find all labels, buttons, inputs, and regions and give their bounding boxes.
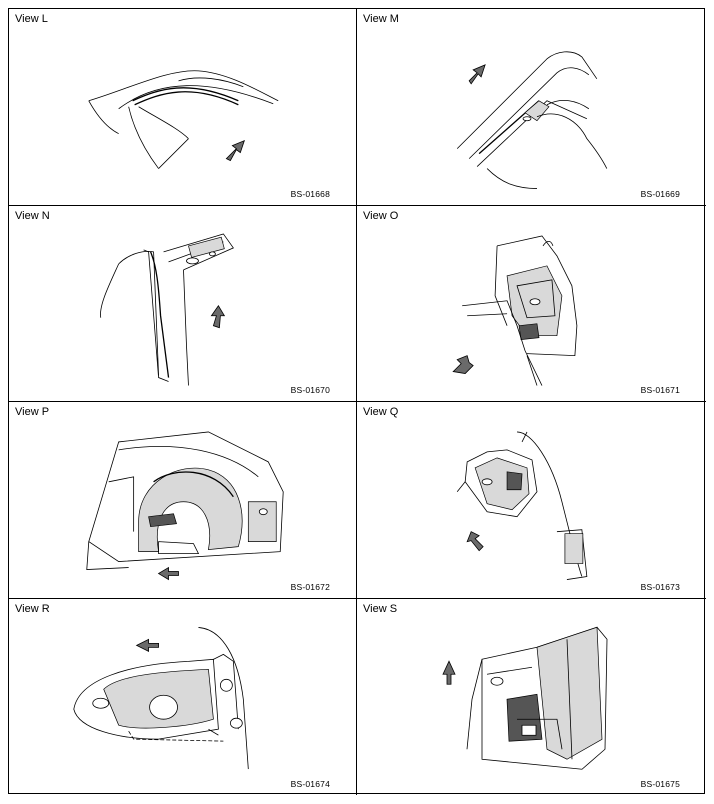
view-label: View R (15, 602, 50, 615)
view-label: View Q (363, 406, 399, 418)
view-l-drawing (9, 9, 356, 205)
view-r-drawing (9, 599, 356, 796)
direction-arrow-icon (453, 355, 473, 373)
direction-arrow-icon (443, 661, 455, 684)
direction-arrow-icon (211, 305, 224, 327)
view-label: View S (363, 602, 398, 615)
figure-code: BS-01671 (640, 385, 680, 395)
view-label: View P (15, 406, 50, 418)
views-grid: View L BS-01668 View M (8, 8, 706, 796)
figure-code: BS-01672 (290, 581, 330, 592)
view-label: View O (363, 209, 399, 222)
view-o-panel: View O BS-01671 (357, 206, 706, 402)
direction-arrow-icon (226, 141, 244, 161)
view-q-drawing (357, 402, 706, 598)
figure-code: BS-01669 (640, 188, 680, 199)
view-p-panel: View P BS-01672 (9, 402, 357, 599)
view-o-drawing (357, 206, 706, 402)
view-r-panel: View R BS-01674 (9, 598, 357, 796)
figure-code: BS-01668 (290, 188, 330, 199)
view-p-drawing (9, 402, 356, 598)
figure-code: BS-01674 (290, 779, 330, 789)
view-n-panel: View N BS-01670 (9, 205, 357, 402)
direction-arrow-icon (137, 639, 159, 651)
direction-arrow-icon (467, 532, 483, 551)
view-label: View M (363, 13, 399, 25)
view-s-drawing (357, 599, 706, 796)
view-l-panel: View L BS-01668 (9, 9, 357, 206)
view-m-panel: View M BS-01669 (357, 9, 706, 206)
direction-arrow-icon (469, 65, 485, 84)
view-m-drawing (357, 9, 706, 205)
view-q-panel: View Q BS-01673 (357, 402, 706, 599)
figure-code: BS-01673 (640, 581, 680, 592)
view-n-drawing (9, 206, 356, 402)
view-label: View N (15, 209, 50, 222)
direction-arrow-icon (159, 568, 179, 580)
view-label: View L (15, 13, 48, 25)
view-s-panel: View S BS-01675 (357, 599, 706, 796)
figure-code: BS-01670 (290, 385, 330, 395)
figure-code: BS-01675 (640, 779, 680, 789)
